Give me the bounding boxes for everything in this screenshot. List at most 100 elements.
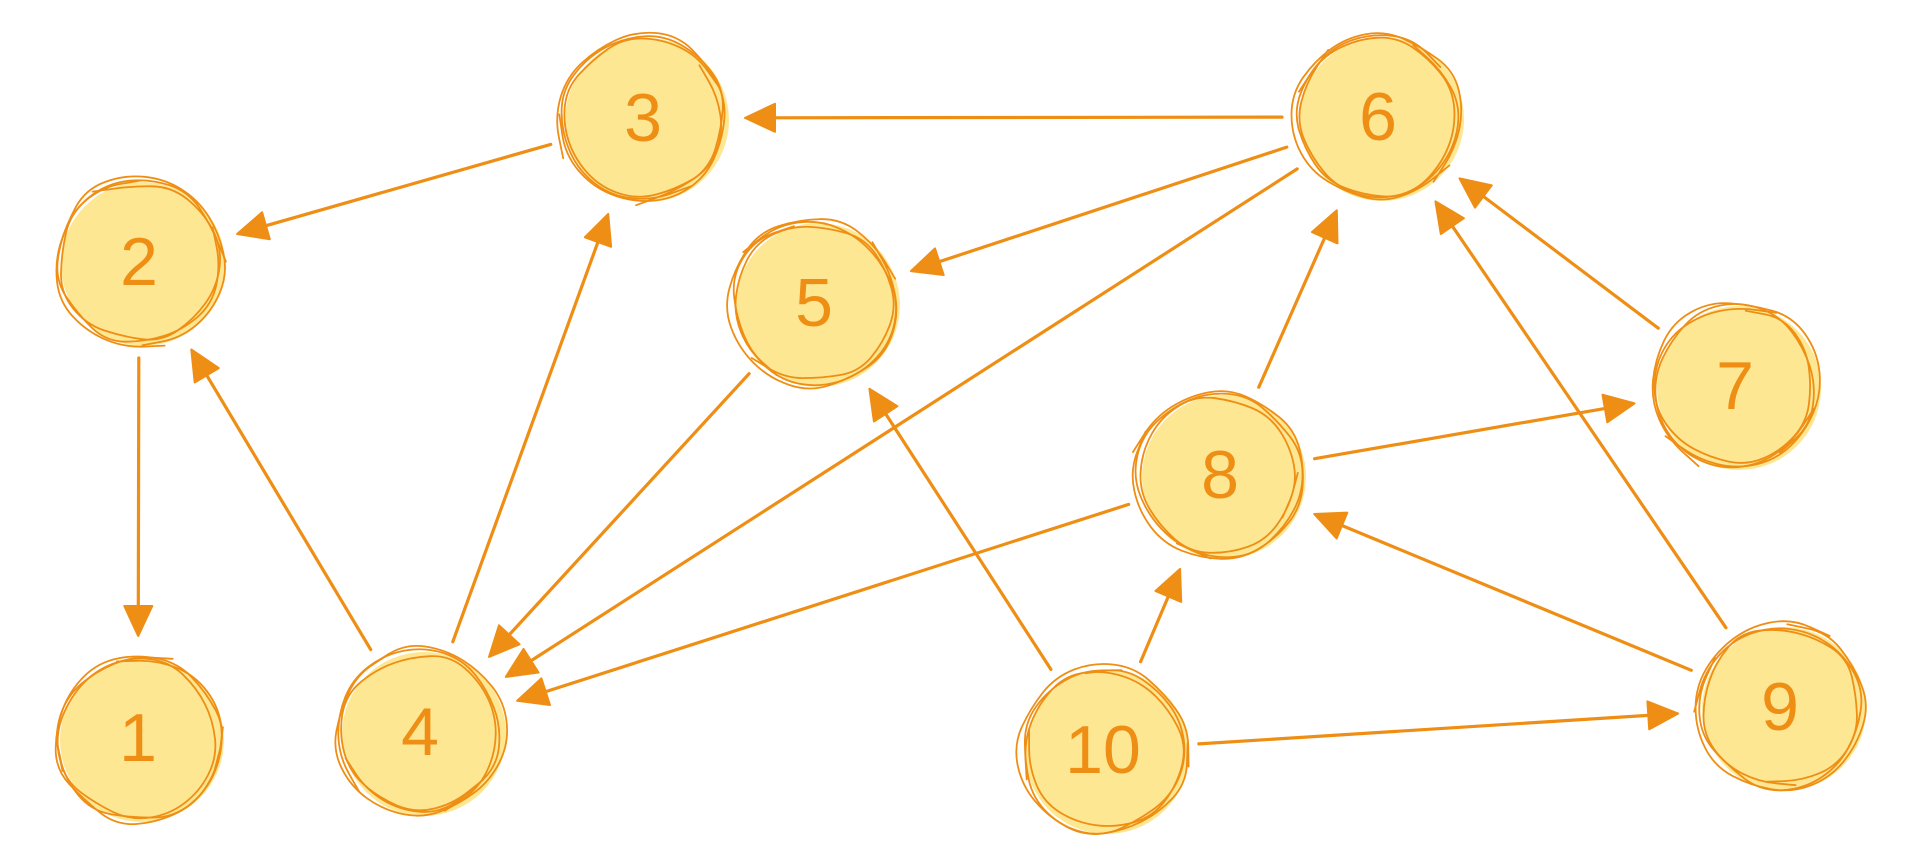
node-outline-stroke bbox=[54, 655, 224, 826]
edge-line bbox=[1312, 406, 1611, 461]
node-4: 4 bbox=[334, 644, 508, 817]
node-outline-stroke bbox=[1139, 396, 1299, 554]
node-outline-stroke bbox=[1131, 390, 1304, 560]
node-outline-stroke bbox=[55, 175, 226, 348]
node-fill bbox=[61, 182, 225, 346]
node-label: 7 bbox=[1716, 348, 1754, 424]
edge-3-to-2 bbox=[236, 142, 553, 241]
node-label: 10 bbox=[1065, 712, 1141, 788]
arrowhead bbox=[516, 677, 551, 706]
edge-line bbox=[1138, 591, 1172, 664]
node-fill bbox=[736, 223, 900, 387]
node-label: 4 bbox=[401, 694, 439, 770]
edge-line bbox=[1448, 221, 1728, 630]
edge-line bbox=[1197, 713, 1654, 746]
node-outline-stroke bbox=[1015, 663, 1190, 835]
edges-layer bbox=[123, 102, 1728, 746]
edge-line bbox=[1478, 192, 1660, 330]
arrowhead bbox=[1310, 209, 1339, 245]
edge-9-to-6 bbox=[1434, 200, 1728, 630]
node-outline-stroke bbox=[1694, 620, 1867, 792]
node-outline-stroke bbox=[56, 179, 227, 343]
node-fill bbox=[1025, 670, 1189, 834]
node-7: 7 bbox=[1651, 302, 1821, 470]
node-label: 2 bbox=[120, 224, 158, 300]
edge-line bbox=[769, 115, 1284, 120]
edge-10-to-5 bbox=[868, 387, 1053, 672]
node-outline-stroke bbox=[732, 220, 897, 387]
node-fill bbox=[1657, 306, 1821, 470]
edge-line bbox=[526, 167, 1299, 665]
node-3: 3 bbox=[556, 31, 729, 207]
node-outline-stroke bbox=[560, 35, 724, 207]
node-fill bbox=[565, 38, 729, 202]
edge-8-to-7 bbox=[1312, 393, 1636, 461]
node-label: 6 bbox=[1359, 79, 1397, 155]
edge-10-to-9 bbox=[1197, 700, 1680, 746]
edge-line bbox=[1257, 232, 1328, 389]
arrowhead bbox=[1313, 511, 1349, 540]
arrowhead bbox=[1646, 700, 1680, 731]
arrowhead bbox=[190, 348, 220, 384]
node-5: 5 bbox=[726, 218, 900, 390]
edge-2-to-1 bbox=[123, 356, 154, 637]
node-outline-stroke bbox=[556, 31, 726, 202]
arrowhead bbox=[868, 387, 899, 423]
arrowhead bbox=[123, 605, 154, 637]
edge-line bbox=[933, 145, 1289, 265]
node-1: 1 bbox=[54, 655, 224, 826]
edge-6-to-3 bbox=[744, 102, 1284, 133]
arrowhead bbox=[1601, 393, 1636, 424]
node-label: 8 bbox=[1201, 437, 1239, 513]
arrowhead bbox=[236, 211, 271, 241]
edge-4-to-2 bbox=[190, 348, 373, 652]
node-fill bbox=[1300, 37, 1464, 201]
node-fill bbox=[342, 652, 506, 816]
edge-line bbox=[881, 408, 1053, 672]
edge-line bbox=[540, 502, 1131, 695]
node-outline-stroke bbox=[726, 218, 898, 390]
edge-line bbox=[505, 372, 751, 640]
edge-5-to-4 bbox=[488, 372, 751, 658]
node-fill bbox=[60, 658, 224, 822]
nodes-layer: 1 2 3 4 5 6 7 8 9 10 bbox=[54, 31, 1867, 835]
edge-line bbox=[203, 370, 373, 652]
edge-7-to-6 bbox=[1458, 177, 1660, 330]
node-outline-stroke bbox=[334, 644, 508, 817]
edge-line bbox=[136, 356, 141, 612]
node-2: 2 bbox=[55, 175, 227, 348]
node-outline-stroke bbox=[1298, 36, 1456, 199]
node-label: 1 bbox=[119, 700, 157, 776]
arrowhead bbox=[1154, 567, 1183, 603]
arrowhead bbox=[1434, 200, 1465, 235]
edge-9-to-8 bbox=[1313, 511, 1693, 672]
arrowhead bbox=[583, 212, 613, 248]
arrowhead bbox=[504, 647, 540, 678]
node-outline-stroke bbox=[1023, 669, 1186, 835]
node-label: 9 bbox=[1761, 669, 1799, 745]
node-outline-stroke bbox=[340, 655, 497, 812]
node-8: 8 bbox=[1131, 390, 1306, 560]
edge-line bbox=[260, 142, 553, 229]
node-10: 10 bbox=[1015, 663, 1190, 835]
arrowhead bbox=[1458, 177, 1493, 209]
node-fill bbox=[1142, 395, 1306, 559]
arrowhead bbox=[488, 624, 521, 658]
edge-line bbox=[451, 236, 601, 644]
edge-6-to-5 bbox=[909, 145, 1289, 276]
node-label: 5 bbox=[795, 265, 833, 341]
node-outline-stroke bbox=[1290, 32, 1463, 201]
node-outline-stroke bbox=[1295, 34, 1460, 198]
edge-6-to-4 bbox=[504, 167, 1299, 678]
arrowhead bbox=[909, 247, 945, 276]
node-outline-stroke bbox=[1024, 671, 1185, 827]
edge-10-to-8 bbox=[1138, 567, 1183, 664]
arrowhead bbox=[744, 102, 776, 133]
node-6: 6 bbox=[1290, 32, 1464, 201]
node-outline-stroke bbox=[1693, 627, 1863, 792]
node-fill bbox=[1702, 627, 1866, 791]
node-outline-stroke bbox=[1654, 303, 1815, 469]
edge-4-to-3 bbox=[451, 212, 613, 644]
edge-line bbox=[1336, 522, 1693, 672]
